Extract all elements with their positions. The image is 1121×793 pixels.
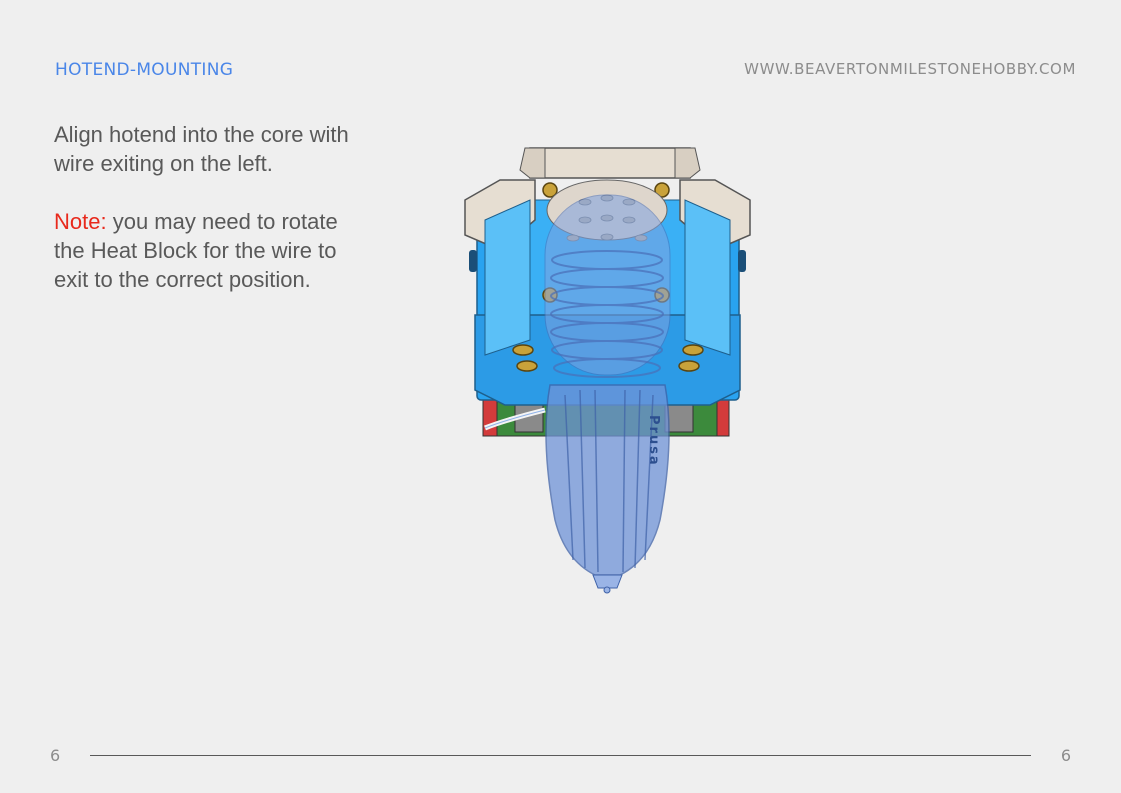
hotend-assembly-illustration: Prusa	[464, 147, 751, 594]
page-number-left: 6	[50, 746, 61, 765]
section-title: HOTEND-MOUNTING	[55, 60, 234, 80]
hotend-assembly-figure: Prusa	[455, 140, 760, 600]
note-label: Note:	[54, 209, 107, 234]
page-number-right: 6	[1060, 746, 1071, 765]
website-url: WWW.BEAVERTONMILESTONEHOBBY.COM	[744, 60, 1076, 78]
note-text: you may need to rotate the Heat Block fo…	[54, 209, 338, 292]
nozzle-brand-text: Prusa	[646, 415, 661, 467]
footer-divider	[90, 755, 1031, 756]
instruction-text: Align hotend into the core with wire exi…	[54, 122, 349, 176]
instruction-block: Align hotend into the core with wire exi…	[54, 120, 354, 323]
note-paragraph: Note: you may need to rotate the Heat Bl…	[54, 207, 354, 294]
